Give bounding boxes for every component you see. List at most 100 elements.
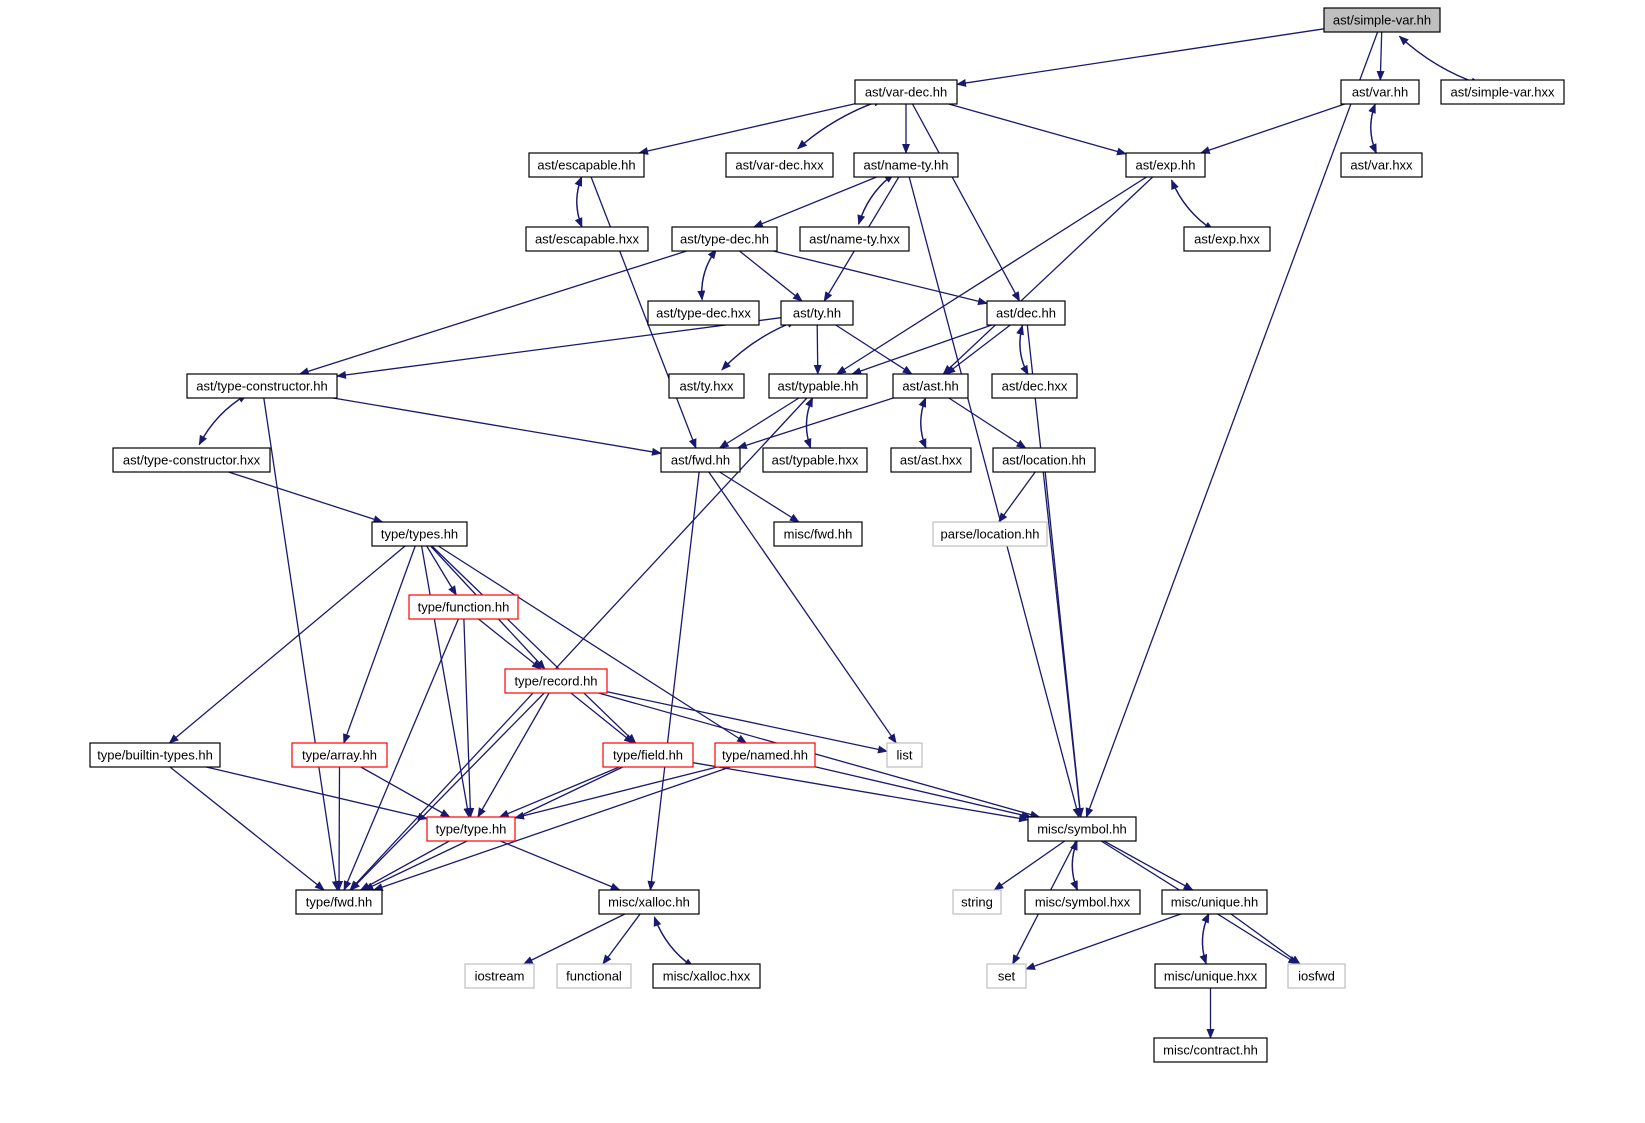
node-box <box>1027 816 1137 842</box>
node-label: misc/unique.hxx <box>1164 969 1258 984</box>
node-builtin-types[interactable]: type/builtin-types.hh <box>89 742 221 768</box>
node-box <box>89 742 221 768</box>
node-box <box>660 447 741 473</box>
node-box <box>1161 889 1268 915</box>
node-layer: ast/simple-var.hh ast/var-dec.hh ast/var.h… <box>89 7 1565 1063</box>
node-array[interactable]: type/array.hh <box>291 742 388 768</box>
edge-type-to-xalloc <box>500 840 621 891</box>
node-list[interactable]: list <box>886 742 923 768</box>
node-dec-hxx[interactable]: ast/dec.hxx <box>991 373 1078 399</box>
edge-fwd-to-list <box>708 471 897 744</box>
node-type-dec-hxx[interactable]: ast/type-dec.hxx <box>647 300 760 326</box>
node-symbol-hxx[interactable]: misc/symbol.hxx <box>1024 889 1141 915</box>
node-type-dec[interactable]: ast/type-dec.hh <box>671 226 778 252</box>
edge-named-to-type <box>514 766 718 820</box>
node-type-constructor-hxx[interactable]: ast/type-constructor.hxx <box>112 447 271 473</box>
node-var[interactable]: ast/var.hh <box>1340 79 1420 105</box>
node-exp[interactable]: ast/exp.hh <box>1125 152 1206 178</box>
node-set[interactable]: set <box>986 963 1027 989</box>
edge-xalloc-to-functional <box>602 913 641 965</box>
node-box <box>647 300 760 326</box>
edge-typable-to-type_fwd <box>349 397 808 891</box>
edge-types-to-array <box>343 545 416 744</box>
node-box <box>986 300 1066 326</box>
node-symbol[interactable]: misc/symbol.hh <box>1027 816 1137 842</box>
edge-type_constructor-to-type_constructor_hxx <box>198 394 248 446</box>
node-iostream[interactable]: iostream <box>464 963 535 989</box>
node-box <box>525 226 649 252</box>
node-var-hxx[interactable]: ast/var.hxx <box>1340 152 1423 178</box>
edge-location-to-parse_location <box>998 471 1036 523</box>
node-ast-hxx[interactable]: ast/ast.hxx <box>890 447 972 473</box>
node-iosfwd[interactable]: iosfwd <box>1287 963 1346 989</box>
edge-builtin_types-to-type_fwd <box>169 766 325 891</box>
node-box <box>1287 963 1346 989</box>
node-unique[interactable]: misc/unique.hh <box>1161 889 1268 915</box>
node-name-ty-hxx[interactable]: ast/name-ty.hxx <box>799 226 910 252</box>
edge-escapable_hxx-to-escapable <box>574 176 583 228</box>
node-fwd[interactable]: ast/fwd.hh <box>660 447 741 473</box>
node-ty-hxx[interactable]: ast/ty.hxx <box>668 373 745 399</box>
node-simple-var[interactable]: ast/simple-var.hh <box>1323 7 1441 33</box>
node-label: ast/type-dec.hxx <box>656 306 751 321</box>
node-type-constructor[interactable]: ast/type-constructor.hh <box>186 373 338 399</box>
edge-dec-to-typable <box>851 324 993 375</box>
edge-named-to-type_fwd <box>372 766 731 891</box>
edge-exp-to-ast <box>942 176 1154 375</box>
node-label: type/fwd.hh <box>306 895 373 910</box>
node-escapable[interactable]: ast/escapable.hh <box>528 152 645 178</box>
node-label: type/types.hh <box>381 527 458 542</box>
node-var-dec[interactable]: ast/var-dec.hh <box>854 79 958 105</box>
node-var-dec-hxx[interactable]: ast/var-dec.hxx <box>725 152 834 178</box>
node-box <box>773 521 863 547</box>
edge-types-to-named <box>437 545 748 744</box>
edge-simple_var-to-var_dec <box>956 28 1325 87</box>
node-simple-var-hxx[interactable]: ast/simple-var.hxx <box>1440 79 1565 105</box>
node-location[interactable]: ast/location.hh <box>992 447 1096 473</box>
node-xalloc[interactable]: misc/xalloc.hh <box>598 889 700 915</box>
edge-ty-to-type_constructor <box>336 317 782 379</box>
node-dec[interactable]: ast/dec.hh <box>986 300 1066 326</box>
edge-record-to-type_fwd <box>350 692 545 891</box>
node-label: ast/escapable.hh <box>537 158 635 173</box>
node-string[interactable]: string <box>952 889 1002 915</box>
node-box <box>1153 1037 1268 1063</box>
node-functional[interactable]: functional <box>556 963 632 989</box>
node-box <box>780 300 854 326</box>
node-box <box>1340 152 1423 178</box>
node-box <box>1125 152 1206 178</box>
node-box <box>464 963 535 989</box>
node-box <box>725 152 834 178</box>
node-label: ast/typable.hh <box>778 379 859 394</box>
node-contract[interactable]: misc/contract.hh <box>1153 1037 1268 1063</box>
edge-fwd-to-xalloc <box>647 471 700 891</box>
node-ty[interactable]: ast/ty.hh <box>780 300 854 326</box>
node-box <box>932 521 1048 547</box>
node-type-fwd[interactable]: type/fwd.hh <box>295 889 383 915</box>
node-xalloc-hxx[interactable]: misc/xalloc.hxx <box>652 963 761 989</box>
node-unique-hxx[interactable]: misc/unique.hxx <box>1154 963 1267 989</box>
node-label: ast/var.hh <box>1352 85 1408 100</box>
edge-simple_var-to-symbol <box>1085 31 1379 818</box>
node-typable[interactable]: ast/typable.hh <box>768 373 868 399</box>
node-name-ty[interactable]: ast/name-ty.hh <box>853 152 959 178</box>
node-field[interactable]: type/field.hh <box>602 742 694 768</box>
node-types[interactable]: type/types.hh <box>371 521 468 547</box>
node-named[interactable]: type/named.hh <box>714 742 816 768</box>
edge-escapable-to-fwd <box>590 176 697 449</box>
node-parse-location[interactable]: parse/location.hh <box>932 521 1048 547</box>
edge-exp-to-exp_hxx <box>1171 179 1215 231</box>
edge-dec_hxx-to-dec <box>1016 324 1029 375</box>
node-exp-hxx[interactable]: ast/exp.hxx <box>1183 226 1271 252</box>
node-type[interactable]: type/type.hh <box>426 816 516 842</box>
node-misc-fwd[interactable]: misc/fwd.hh <box>773 521 863 547</box>
node-box <box>504 668 608 694</box>
node-function[interactable]: type/function.hh <box>408 594 519 620</box>
node-record[interactable]: type/record.hh <box>504 668 608 694</box>
node-typable-hxx[interactable]: ast/typable.hxx <box>762 447 868 473</box>
edge-simple_var_hxx-to-simple_var <box>1398 35 1481 85</box>
node-box <box>768 373 868 399</box>
node-escapable-hxx[interactable]: ast/escapable.hxx <box>525 226 649 252</box>
node-label: ast/type-dec.hh <box>680 232 769 247</box>
node-ast[interactable]: ast/ast.hh <box>892 373 969 399</box>
